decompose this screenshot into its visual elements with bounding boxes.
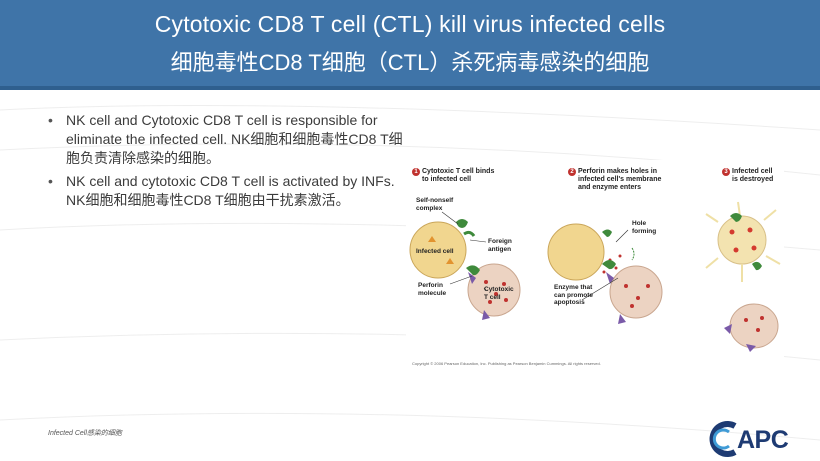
ctl-cell-shape (467, 263, 521, 317)
logo-text: APC (737, 426, 789, 454)
receptor-shape (468, 272, 476, 284)
title-bar: Cytotoxic CD8 T cell (CTL) kill virus in… (0, 0, 820, 90)
mhc-complex-shape (456, 219, 468, 228)
logo-swoosh-icon (709, 421, 737, 457)
bullet-item: NK cell and Cytotoxic CD8 T cell is resp… (48, 111, 408, 168)
title-english: Cytotoxic CD8 T cell (CTL) kill virus in… (154, 11, 666, 37)
figure-illustration (409, 201, 781, 352)
bullet-list: NK cell and Cytotoxic CD8 T cell is resp… (48, 111, 408, 214)
bullet-item: NK cell and cytotoxic CD8 T cell is acti… (48, 172, 408, 210)
title-chinese: 细胞毒性CD8 T细胞（CTL）杀死病毒感染的细胞 (170, 50, 650, 75)
apc-logo: APC (705, 420, 815, 458)
footer-text: Infected Cell感染的细胞 (48, 430, 122, 437)
figure-copyright: Copyright © 2006 Pearson Education, Inc.… (412, 361, 601, 366)
label-infected-cell: Infected cell (416, 248, 454, 255)
